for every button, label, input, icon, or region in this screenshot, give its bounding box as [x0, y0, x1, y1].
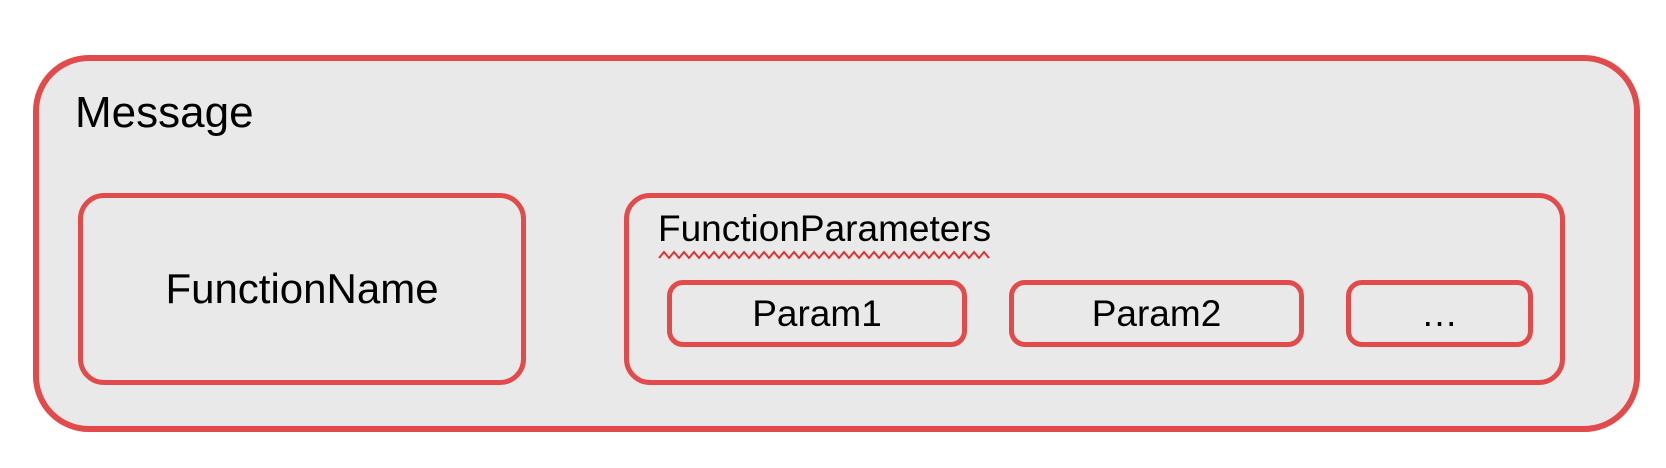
param-box-1: Param1: [667, 280, 967, 347]
param2-label: Param2: [1091, 293, 1222, 334]
param1-label: Param1: [752, 293, 882, 334]
message-label: Message: [75, 88, 254, 137]
function-parameters-header: FunctionParameters: [658, 209, 991, 260]
function-parameters-label: FunctionParameters: [658, 208, 992, 249]
param-ellipsis-label: …: [1421, 293, 1458, 334]
message-box: Message FunctionName FunctionParameters …: [33, 55, 1640, 432]
squiggle-underline-icon: [658, 250, 990, 260]
function-parameters-box: FunctionParameters Param1 Param2 …: [624, 193, 1565, 385]
param-box-ellipsis: …: [1346, 280, 1533, 347]
param-box-2: Param2: [1009, 280, 1304, 347]
function-name-label: FunctionName: [165, 265, 439, 312]
function-name-box: FunctionName: [78, 193, 526, 385]
